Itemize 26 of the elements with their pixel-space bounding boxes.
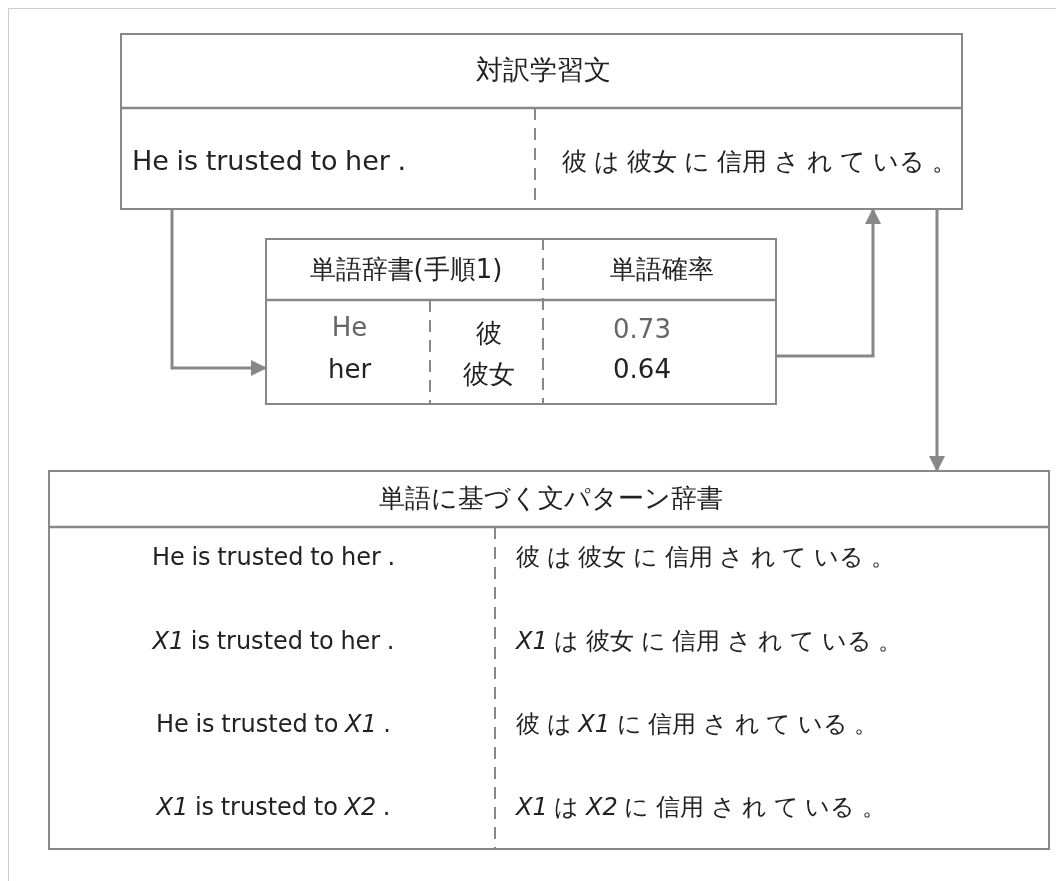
sentence-text: X1 is trusted to X2 . bbox=[155, 792, 392, 822]
sentence-text: 彼 は X1 に 信用 さ れ て いる 。 bbox=[516, 709, 880, 739]
table-box bbox=[48, 470, 1050, 850]
sentence-text: He is trusted to her . bbox=[150, 542, 397, 572]
sentence-text: X1 は X2 に 信用 さ れ て いる 。 bbox=[516, 792, 888, 822]
table-cell-text: 彼 bbox=[474, 317, 503, 350]
sentence-text: He is trusted to X1 . bbox=[155, 709, 392, 739]
box-heading: 対訳学習文 bbox=[475, 53, 612, 87]
sentence-text: 彼 は 彼女 に 信用 さ れ て いる 。 bbox=[562, 146, 958, 178]
table-box bbox=[120, 33, 963, 210]
table-cell-text: 0.73 bbox=[612, 313, 672, 346]
column-header: 単語辞書(手順1) bbox=[308, 253, 504, 286]
table-cell-text: He bbox=[330, 311, 369, 344]
table-cell-text: 彼女 bbox=[461, 358, 516, 391]
arrow bbox=[777, 208, 881, 358]
sentence-text: 彼 は 彼女 に 信用 さ れ て いる 。 bbox=[516, 542, 896, 572]
column-header: 単語確率 bbox=[609, 253, 715, 286]
sentence-text: X1 is trusted to her . bbox=[151, 626, 396, 656]
table-cell-text: her bbox=[326, 353, 373, 386]
sentence-text: He is trusted to her . bbox=[132, 144, 408, 178]
box-heading: 単語に基づく文パターン辞書 bbox=[378, 482, 724, 515]
table-cell-text: 0.64 bbox=[612, 353, 672, 386]
table-box bbox=[265, 238, 777, 405]
arrow bbox=[170, 210, 267, 376]
sentence-text: X1 は 彼女 に 信用 さ れ て いる 。 bbox=[516, 626, 904, 656]
arrow bbox=[929, 210, 945, 472]
